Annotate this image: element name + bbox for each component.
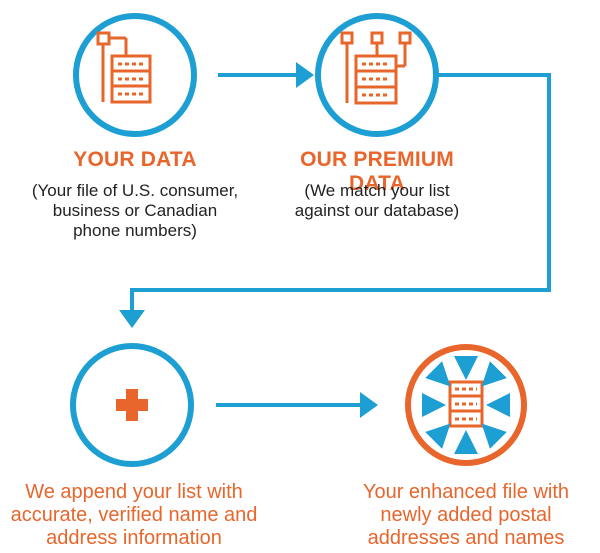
step-3-description-line: address information xyxy=(46,527,222,549)
data-source-icon xyxy=(96,31,152,104)
data-merge-icon xyxy=(422,356,510,454)
step-1-description-line: (Your file of U.S. consumer, xyxy=(31,181,239,200)
step-4-description: Your enhanced file with newly added post… xyxy=(346,481,586,550)
step-4-description-line: newly added postal xyxy=(380,504,552,526)
step-2-description: (We match your list against our database… xyxy=(267,181,487,221)
data-network-icon xyxy=(340,31,412,105)
arrow-1-to-2-head xyxy=(296,62,314,88)
plus-icon xyxy=(116,389,148,421)
step-1-description-line: phone numbers) xyxy=(73,221,197,240)
step-2-title: OUR PREMIUM DATA xyxy=(300,148,454,195)
step-4-description-line: Your enhanced file with xyxy=(362,481,570,503)
step-1-title: YOUR DATA xyxy=(73,148,197,171)
connector-2-to-3 xyxy=(130,73,551,312)
arrow-3-to-4-head xyxy=(360,392,378,418)
step-4-description-line: addresses and names xyxy=(367,527,565,549)
step-2-description-line: against our database) xyxy=(294,201,460,220)
step-3-description: We append your list with accurate, verif… xyxy=(2,481,266,550)
step-1-description: (Your file of U.S. consumer, business or… xyxy=(15,181,255,241)
step-3-node xyxy=(70,343,194,467)
step-1-node xyxy=(73,13,197,137)
connector-2-to-3-head xyxy=(119,310,145,328)
step-2-node xyxy=(315,13,439,137)
step-2-description-line: (We match your list xyxy=(304,181,450,200)
step-4-node xyxy=(405,344,527,466)
step-1-description-line: business or Canadian xyxy=(52,201,218,220)
step-3-description-line: We append your list with xyxy=(25,481,243,503)
step-3-description-line: accurate, verified name and xyxy=(10,504,258,526)
